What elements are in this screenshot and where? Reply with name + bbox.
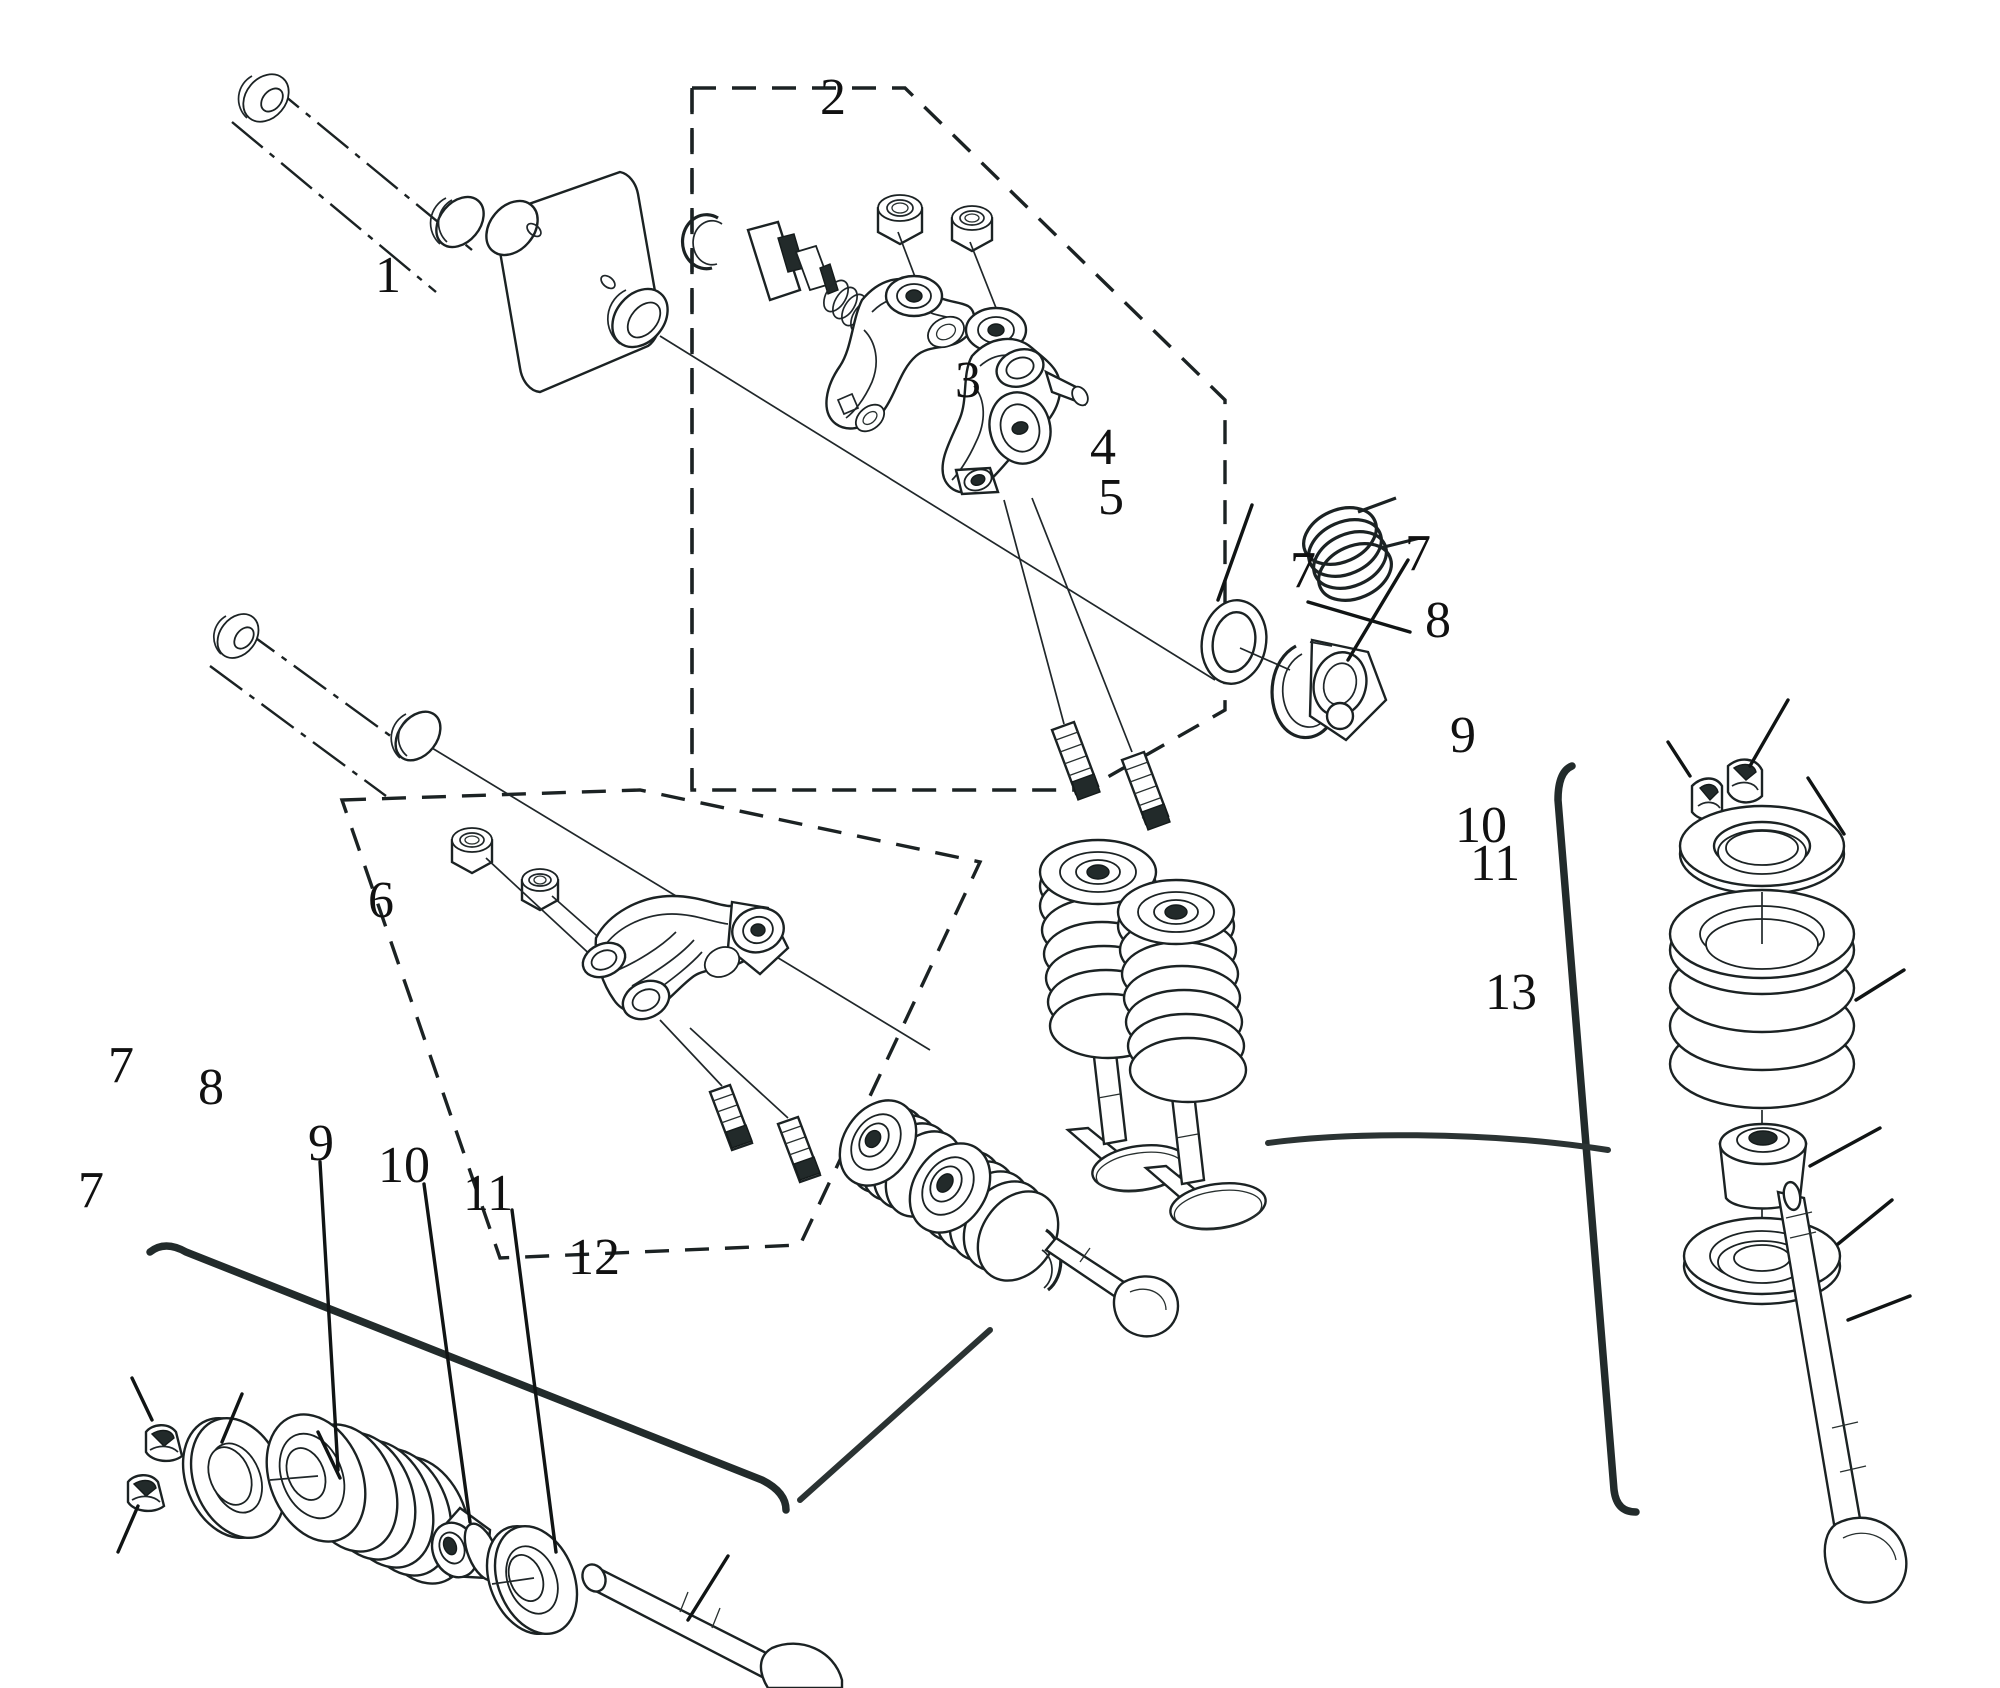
callout-8-right: 8 xyxy=(1425,592,1451,649)
valve-spring-right xyxy=(1668,888,1856,1110)
valve-stem-seal-left xyxy=(430,1506,501,1582)
right-group-bracket xyxy=(1265,762,1640,1516)
rocker-shaft-upper xyxy=(231,73,1216,681)
callout-8-left: 8 xyxy=(198,1059,224,1116)
lock-nut-b xyxy=(950,205,994,253)
valve-spring-retainer-left xyxy=(181,1416,287,1540)
callout-5: 5 xyxy=(1098,469,1124,526)
cotter-half-right-2 xyxy=(1726,758,1764,804)
callout-7-left-a: 7 xyxy=(108,1037,134,1094)
callout-13: 13 xyxy=(1485,964,1537,1021)
valve-stack-right xyxy=(1666,698,1912,1604)
callout-9-right: 9 xyxy=(1450,707,1476,764)
callout-7-left-b: 7 xyxy=(78,1162,104,1219)
callout-3: 3 xyxy=(955,352,981,409)
callout-12: 12 xyxy=(568,1229,620,1286)
retaining-clip-part-5 xyxy=(1270,558,1410,742)
valve-spring-retainer-right xyxy=(1678,804,1846,896)
callout-2: 2 xyxy=(820,69,846,126)
cotter-half-right-1 xyxy=(1690,777,1724,821)
callout-11-left: 11 xyxy=(463,1165,514,1222)
callout-4: 4 xyxy=(1090,419,1116,476)
intake-valve xyxy=(581,1563,844,1688)
group-box-6 xyxy=(339,788,983,1260)
rocker-arm-right xyxy=(941,337,1089,496)
callout-6: 6 xyxy=(368,872,394,929)
left-group-bracket xyxy=(146,1242,993,1514)
rocker-arm-lower xyxy=(581,894,790,1021)
callout-10-left: 10 xyxy=(378,1137,430,1194)
callout-7-right-a: 7 xyxy=(1290,542,1316,599)
group-box-2 xyxy=(690,86,1227,792)
installed-valve-lower-b xyxy=(908,1142,1180,1338)
installed-valve-spring-pair-center xyxy=(1038,838,1267,1231)
lower-lock-nut-a xyxy=(450,827,494,875)
valve-stack-left xyxy=(116,1160,844,1688)
o-ring-part-3 xyxy=(1200,503,1291,685)
callout-7-right-b: 7 xyxy=(1405,525,1431,582)
adjuster-screws xyxy=(1003,497,1171,831)
installed-valve-b xyxy=(1116,878,1267,1231)
cotter-half-left-2 xyxy=(126,1474,166,1513)
callout-1: 1 xyxy=(375,247,401,304)
cotter-half-left-1 xyxy=(144,1424,184,1463)
callout-11-right: 11 xyxy=(1470,835,1521,892)
rocker-assembly-lower-contents xyxy=(209,613,931,1184)
callout-10-right: 10 xyxy=(1455,797,1507,854)
rocker-assembly-upper-contents xyxy=(680,194,1171,831)
lower-lock-nut-b xyxy=(520,868,560,912)
exhaust-valve xyxy=(1776,1180,1908,1604)
lower-adjuster-screws xyxy=(659,1019,822,1184)
callout-9-left: 9 xyxy=(308,1115,334,1172)
installed-valve-spring-pair-lower xyxy=(838,1099,1180,1338)
valve-spring-left xyxy=(265,1413,471,1585)
torsion-spring-part-4 xyxy=(1302,496,1421,634)
lock-nut-a xyxy=(876,194,924,246)
rocker-arm-left xyxy=(825,274,1028,433)
